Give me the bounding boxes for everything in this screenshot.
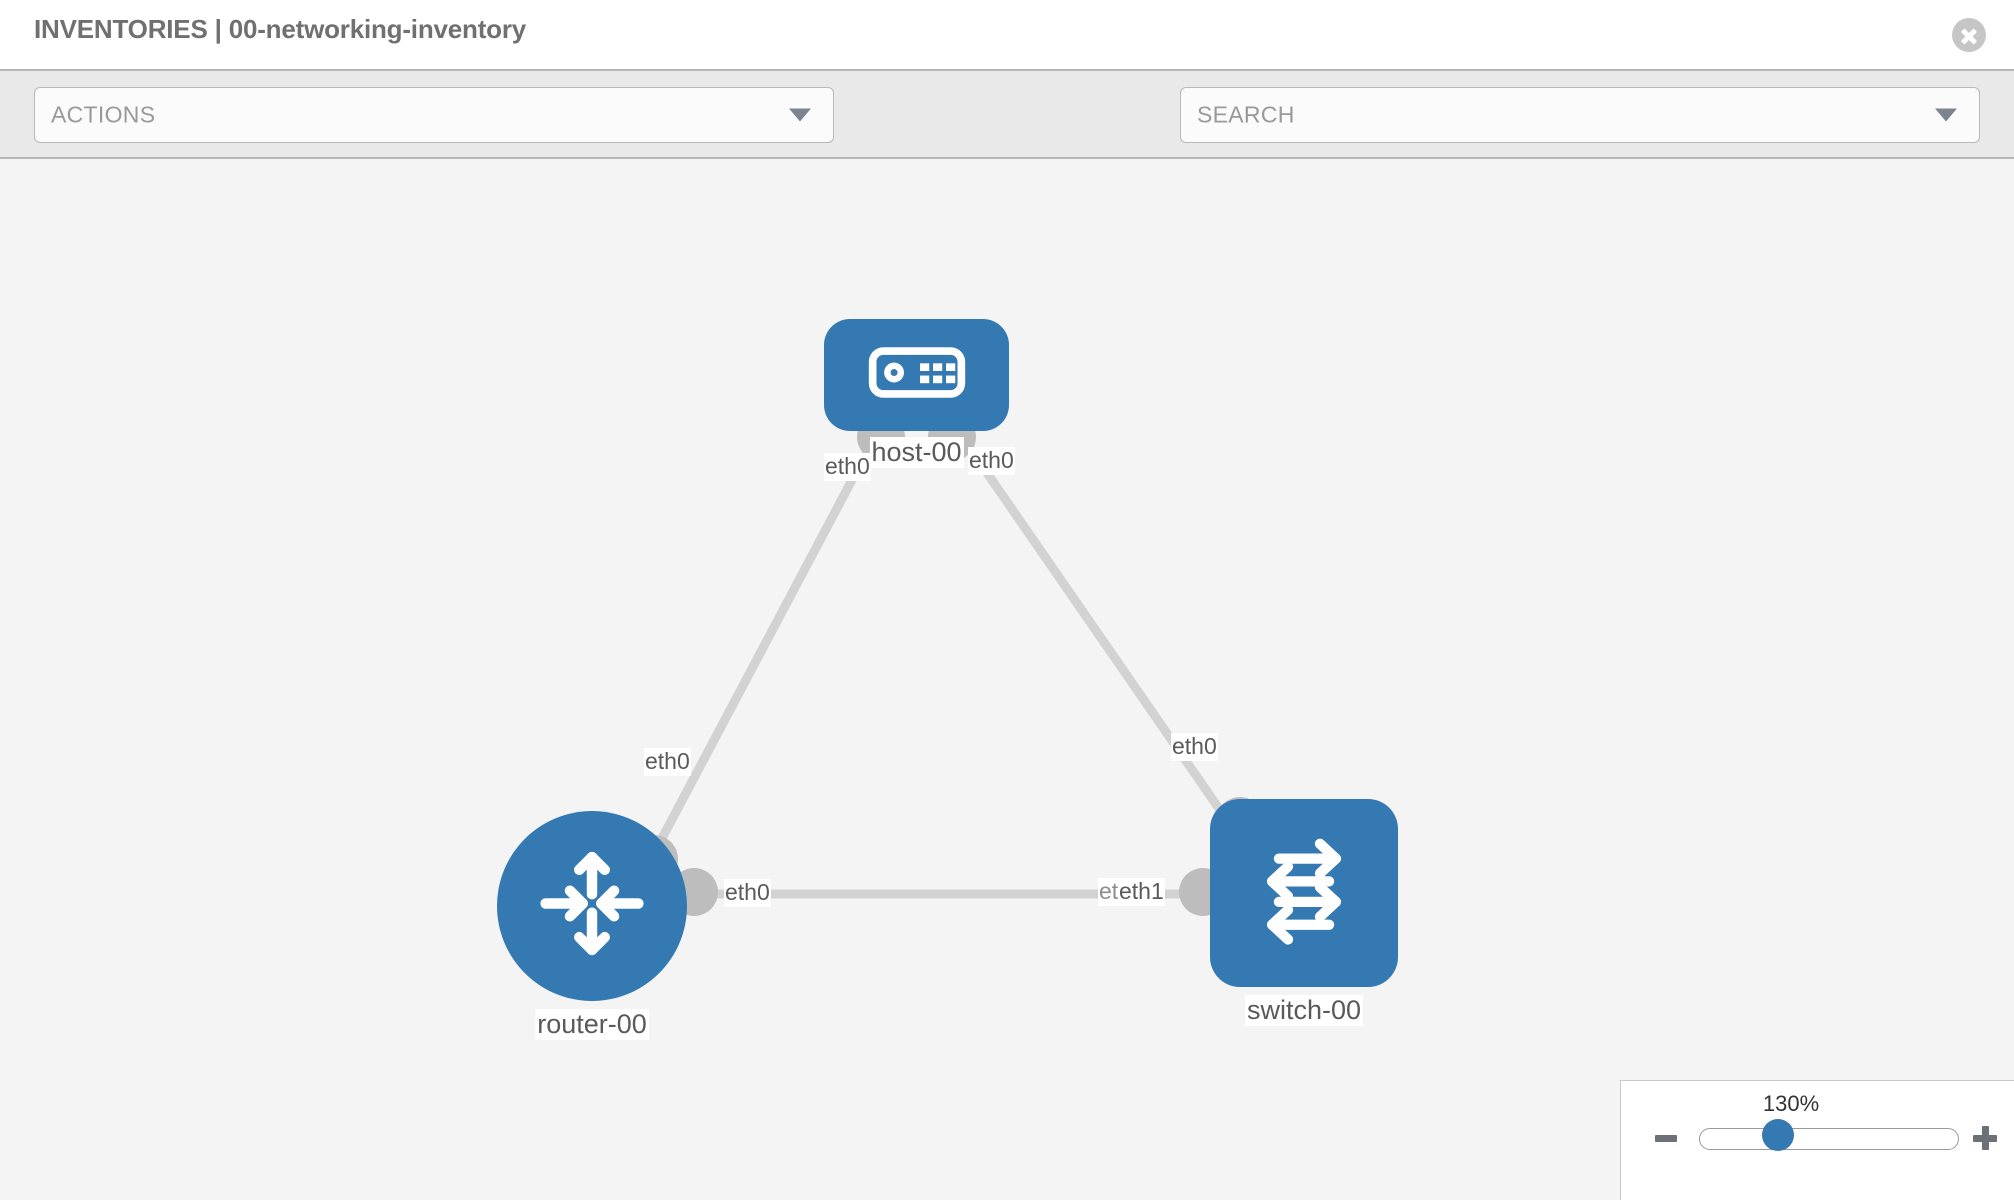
zoom-in-button[interactable] <box>1973 1126 1997 1150</box>
iface-label-switch-up: eth0 <box>1171 733 1218 761</box>
chevron-down-icon <box>789 108 811 122</box>
node-router-00[interactable]: router-00 <box>497 811 687 1041</box>
node-router-00-shape <box>497 811 687 1001</box>
zoom-control: 130% <box>1620 1080 2014 1200</box>
router-icon <box>534 846 650 967</box>
zoom-in-stroke-v <box>1982 1126 1989 1150</box>
chevron-down-icon[interactable] <box>1935 108 1957 122</box>
zoom-percent-label: 130% <box>1762 1091 1820 1116</box>
search-placeholder: SEARCH <box>1197 101 1295 128</box>
node-switch-00-shape <box>1210 799 1398 987</box>
toolbar: ACTIONS SEARCH <box>0 69 2014 197</box>
actions-dropdown[interactable]: ACTIONS <box>34 87 834 143</box>
topology-canvas[interactable]: host-00 <box>0 159 2014 1200</box>
iface-label-switch-left: eth1 <box>1118 878 1165 906</box>
iface-label-router-right: eth0 <box>724 879 771 907</box>
node-host-00-shape <box>824 319 1009 431</box>
node-host-00[interactable]: host-00 <box>824 319 1009 469</box>
switch-icon <box>1247 834 1361 953</box>
node-switch-00[interactable]: switch-00 <box>1210 799 1398 1027</box>
page-title: INVENTORIES | 00-networking-inventory <box>34 14 527 44</box>
node-switch-00-label: switch-00 <box>1244 995 1364 1027</box>
iface-label-host-left: eth0 <box>824 453 871 481</box>
close-icon[interactable] <box>1952 18 1986 52</box>
server-icon <box>868 347 966 404</box>
iface-label-host-right: eth0 <box>968 447 1015 475</box>
topology-edges <box>630 413 1264 916</box>
zoom-slider-thumb[interactable] <box>1762 1119 1794 1151</box>
zoom-out-button[interactable] <box>1655 1135 1677 1142</box>
node-host-00-label: host-00 <box>869 437 964 469</box>
zoom-slider-track[interactable] <box>1699 1128 1959 1150</box>
app-header: INVENTORIES | 00-networking-inventory <box>0 0 2014 69</box>
search-input[interactable]: SEARCH <box>1180 87 1980 143</box>
node-router-00-label: router-00 <box>535 1009 649 1041</box>
actions-dropdown-value: ACTIONS <box>51 101 156 128</box>
iface-label-router-up: eth0 <box>644 748 691 776</box>
